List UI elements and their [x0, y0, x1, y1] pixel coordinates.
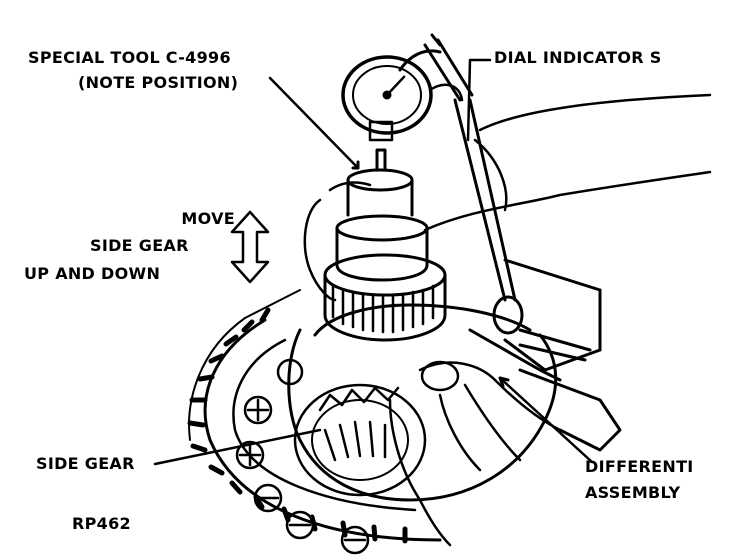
label-differential-line1: DIFFERENTI [585, 457, 694, 476]
differential-case [287, 303, 558, 502]
leader-lines [153, 58, 594, 466]
bearing-cage [323, 253, 447, 342]
dial-needle [385, 75, 406, 97]
special-tool-c4996 [335, 168, 429, 282]
ring-gear-bolts [235, 358, 370, 555]
label-move-line3: UP AND DOWN [24, 264, 161, 283]
dial-indicator [341, 55, 464, 172]
label-special-tool-line1: SPECIAL TOOL C-4996 [28, 48, 231, 67]
side-gear [318, 386, 400, 462]
label-differential-line2: ASSEMBLY [585, 483, 681, 502]
label-side-gear: SIDE GEAR [36, 454, 135, 473]
hands [303, 93, 712, 547]
up-down-arrow [230, 210, 270, 284]
label-dial-indicator: DIAL INDICATOR S [494, 48, 662, 67]
label-move-line1: MOVE [181, 209, 235, 228]
label-special-tool-line2: (NOTE POSITION) [78, 73, 239, 92]
figure-code: RP462 [72, 514, 131, 533]
label-move-line2: SIDE GEAR [90, 236, 189, 255]
bench-fixture [468, 258, 622, 452]
indicator-stand-arm [398, 33, 524, 335]
